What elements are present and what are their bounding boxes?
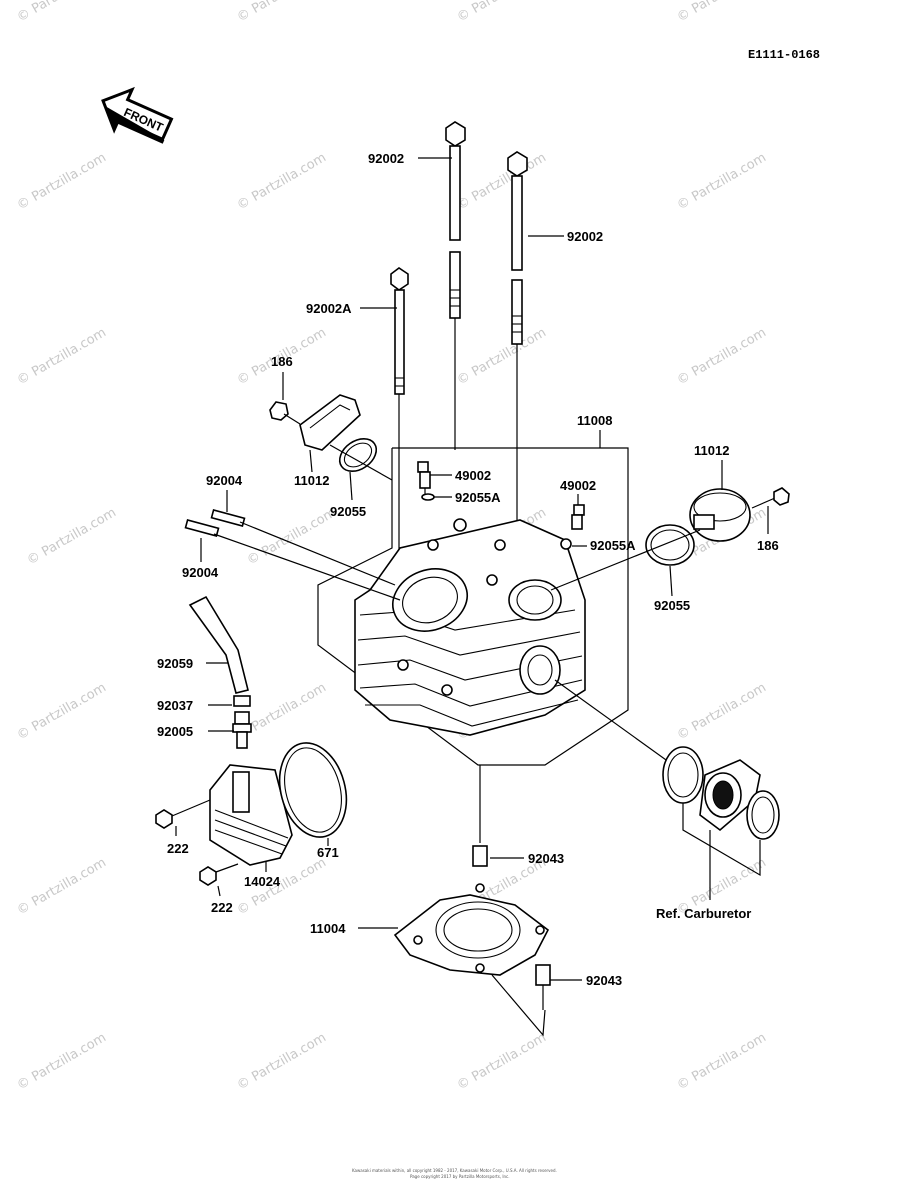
watermark: © Partzilla.com bbox=[675, 1030, 769, 1093]
watermark: © Partzilla.com bbox=[15, 1030, 109, 1093]
diagram-id: E1111-0168 bbox=[748, 48, 820, 62]
label-92055a-right[interactable]: 92055A bbox=[590, 538, 636, 553]
cylinder-head-outline bbox=[317, 447, 629, 766]
label-92004-upper[interactable]: 92004 bbox=[206, 473, 243, 488]
hose[interactable] bbox=[188, 595, 249, 694]
label-11012-left[interactable]: 11012 bbox=[294, 473, 329, 488]
cap-left[interactable] bbox=[299, 394, 361, 451]
bolt-186-right[interactable] bbox=[751, 487, 790, 509]
bolt-long-a[interactable] bbox=[445, 121, 466, 319]
carburetor-insulator[interactable] bbox=[662, 746, 780, 840]
watermark: © Partzilla.com bbox=[675, 0, 769, 25]
cylinder-head[interactable] bbox=[354, 518, 586, 736]
washer-right[interactable] bbox=[560, 538, 572, 550]
watermark: © Partzilla.com bbox=[15, 325, 109, 388]
label-222-lower[interactable]: 222 bbox=[211, 900, 233, 915]
oring-cover[interactable] bbox=[270, 735, 357, 844]
label-11008[interactable]: 11008 bbox=[577, 413, 612, 428]
label-92004-lower[interactable]: 92004 bbox=[182, 565, 219, 580]
label-92059[interactable]: 92059 bbox=[157, 656, 193, 671]
label-92002a[interactable]: 92002A bbox=[306, 301, 352, 316]
watermark: © Partzilla.com bbox=[235, 1030, 329, 1093]
watermark: © Partzilla.com bbox=[675, 325, 769, 388]
watermark: © Partzilla.com bbox=[675, 680, 769, 743]
stud-upper[interactable] bbox=[210, 509, 246, 527]
label-92002-a[interactable]: 92002 bbox=[368, 151, 404, 166]
bolt-short[interactable] bbox=[390, 267, 409, 395]
part-labels: 92002 92002 92002A 186 11012 92055 11008… bbox=[157, 151, 779, 988]
watermark: © Partzilla.com bbox=[675, 150, 769, 213]
bolt-186-left[interactable] bbox=[269, 401, 301, 425]
plug-left[interactable] bbox=[417, 461, 431, 494]
label-671[interactable]: 671 bbox=[317, 845, 339, 860]
oring-left[interactable] bbox=[334, 432, 383, 478]
label-92043-lower[interactable]: 92043 bbox=[586, 973, 622, 988]
watermark: © Partzilla.com bbox=[455, 325, 549, 388]
watermark: © Partzilla.com bbox=[245, 505, 339, 568]
cover[interactable] bbox=[209, 764, 293, 866]
watermark: © Partzilla.com bbox=[15, 680, 109, 743]
label-49002-right[interactable]: 49002 bbox=[560, 478, 596, 493]
footer-copyright: Kawasaki materials within, all copyright… bbox=[352, 1168, 557, 1173]
watermark: © Partzilla.com bbox=[15, 855, 109, 918]
label-92043-upper[interactable]: 92043 bbox=[528, 851, 564, 866]
front-arrow-icon: FRONT bbox=[101, 86, 174, 144]
oring-right[interactable] bbox=[645, 524, 695, 566]
watermark: © Partzilla.com bbox=[455, 1030, 549, 1093]
label-11004[interactable]: 11004 bbox=[310, 921, 346, 936]
watermark: © Partzilla.com bbox=[235, 150, 329, 213]
label-92055-left[interactable]: 92055 bbox=[330, 504, 366, 519]
watermark: © Partzilla.com bbox=[455, 150, 549, 213]
label-49002-left[interactable]: 49002 bbox=[455, 468, 491, 483]
label-92037[interactable]: 92037 bbox=[157, 698, 193, 713]
watermark: © Partzilla.com bbox=[15, 150, 109, 213]
label-186-left[interactable]: 186 bbox=[271, 354, 293, 369]
label-92055-right[interactable]: 92055 bbox=[654, 598, 690, 613]
label-92002-b[interactable]: 92002 bbox=[567, 229, 603, 244]
leader-lines bbox=[175, 157, 769, 981]
label-ref-carburetor: Ref. Carburetor bbox=[656, 906, 751, 921]
label-92055a-left[interactable]: 92055A bbox=[455, 490, 501, 505]
screw-upper[interactable] bbox=[155, 799, 211, 829]
watermark: © Partzilla.com bbox=[235, 0, 329, 25]
stud-lower[interactable] bbox=[184, 519, 220, 537]
dowel-lower[interactable] bbox=[535, 964, 551, 986]
label-186-right[interactable]: 186 bbox=[757, 538, 779, 553]
gasket[interactable] bbox=[393, 883, 550, 976]
footer-page-copyright: Page copyright 2017 by Partzilla Motorsp… bbox=[410, 1174, 510, 1179]
fitting[interactable] bbox=[232, 711, 252, 749]
watermark: © Partzilla.com bbox=[455, 0, 549, 25]
screw-lower[interactable] bbox=[199, 863, 239, 886]
dowel-upper[interactable] bbox=[472, 845, 488, 867]
watermark: © Partzilla.com bbox=[25, 505, 119, 568]
cap-right[interactable] bbox=[689, 488, 751, 542]
bolt-long-b[interactable] bbox=[507, 151, 528, 345]
label-14024[interactable]: 14024 bbox=[244, 874, 281, 889]
label-92005[interactable]: 92005 bbox=[157, 724, 193, 739]
plug-right[interactable] bbox=[571, 504, 585, 530]
watermark: © Partzilla.com bbox=[15, 0, 109, 25]
hose-clamp[interactable] bbox=[233, 695, 251, 707]
washer-left[interactable] bbox=[421, 493, 435, 501]
label-11012-right[interactable]: 11012 bbox=[694, 443, 729, 458]
label-222-upper[interactable]: 222 bbox=[167, 841, 189, 856]
